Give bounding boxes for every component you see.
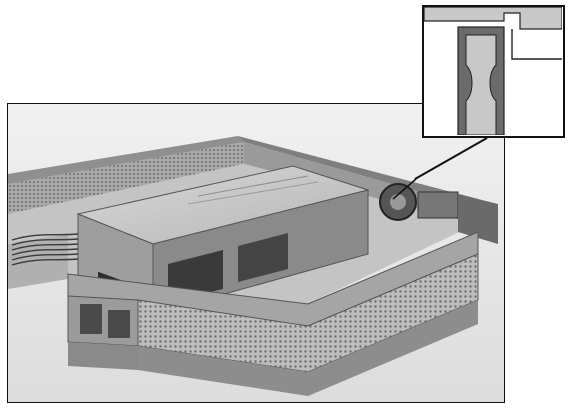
right-bracket [458,194,498,244]
inner-spring-clip [465,34,497,135]
top-plate [424,7,562,30]
chassis-base [138,300,478,396]
chassis-photo [7,103,505,403]
detail-pointer-in-photo [392,178,417,200]
cross-section-drawing [424,7,562,135]
chassis-base-left [68,342,138,370]
psu-opening-right [238,233,288,282]
chassis-illustration [8,104,504,402]
psu-label-line-2 [187,181,319,205]
side-rail [238,136,478,208]
connector-cutout-1 [80,304,102,334]
back-rail [8,136,244,184]
bracket-block [417,191,459,219]
back-wall-mesh [8,142,244,214]
detail-inset [422,5,565,138]
psu-label-line [197,175,309,197]
connector-cutout-2 [108,310,130,338]
fan-hub [390,194,406,210]
right-profile [511,29,562,60]
ribbon-cables [11,233,79,266]
